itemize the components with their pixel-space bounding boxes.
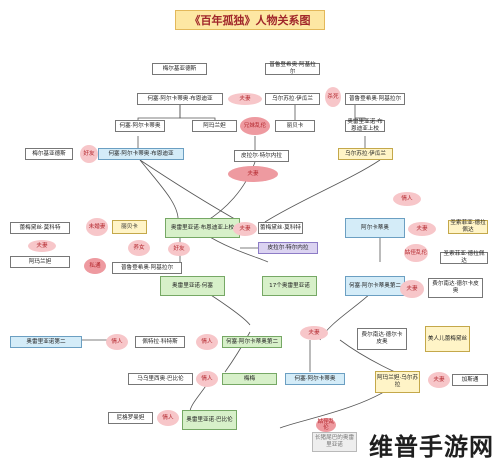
node-ursula: 乌尔苏拉·伊瓜兰 [265,93,320,105]
node-remedios-moscote-2: 蕾梅黛丝·莫科特 [258,222,303,234]
node-amaranta-ursula: 阿玛兰妲·乌尔苏拉 [375,371,420,393]
node-aureliano-jose: 奥雷里亚诺·何塞 [160,276,225,296]
node-ursula-2: 乌尔苏拉·伊瓜兰 [338,148,393,160]
relation-adoptive: 养女 [128,240,150,256]
node-aureliano-colonel: 奥雷里亚诺·布恩迪亚上校 [165,218,240,238]
node-fernanda: 费尔南达·德尔卡皮奥 [428,278,483,298]
node-santa-sofia-2: 圣索菲亚·德拉佩达 [440,251,488,264]
relation-lover-5: 情人 [157,410,179,426]
node-amaranta: 阿玛兰妲 [192,120,237,132]
node-jose-arcadio-buendia-2: 何塞·阿尔卡蒂奥·布恩迪亚 [98,148,184,160]
node-melquiades: 梅尔基亚德斯 [25,148,73,160]
node-aureliano-pig: 长猪尾巴的奥雷里亚诺 [312,432,357,452]
relation-couple-4: 夫妻 [408,222,436,236]
watermark-logo: 维普手游网 [369,433,494,461]
node-jose-arcadio-buendia: 何塞·阿尔卡蒂奥·布恩迪亚 [137,93,223,105]
node-rebeca-2: 丽贝卡 [112,220,147,234]
relation-siblings: 兄妹乱伦 [240,117,270,135]
node-remedios-beauty: 美人儿蕾梅黛丝 [425,326,470,352]
relation-lover-2: 情人 [106,334,128,350]
node-melquiades-gypsy: 梅尔基亚德斯 [152,63,207,75]
relation-couple-2: 夫妻 [28,240,56,252]
node-prudencio-2: 普鲁登希奥·阿基拉尔 [345,93,405,105]
relation-couple-7: 夫妻 [428,372,450,388]
relation-friend: 好友 [80,145,98,163]
node-meme: 梅梅 [222,373,277,385]
node-nigromanta: 尼格罗曼妲 [108,412,153,424]
node-jose-arcadio-segundo: 何塞·阿尔卡蒂奥第二 [345,276,405,296]
relation-aunt-nephew-2: 姑侄乱伦 [316,418,336,432]
relation-lover-4: 情人 [196,371,218,387]
node-santa-sofia: 圣索菲亚·德拉佩达 [448,220,488,234]
relation-lover-top: 情人 [393,192,421,206]
node-seventeen-aurelianos: 17个奥雷里亚诺 [262,276,317,296]
node-rebeca: 丽贝卡 [275,120,315,132]
node-petra-cotes: 佩特拉·科特斯 [135,336,185,348]
node-amaranta-2: 阿玛兰妲 [10,256,70,268]
relation-couple-6: 夫妻 [300,326,328,340]
node-jose-arcadio: 何塞·阿尔卡蒂奥 [115,120,165,132]
node-aureliano-child: 奥雷里亚诺·布恩迪亚上校 [345,119,385,132]
node-pilar-2: 皮拉尔·特尔内拉 [258,242,318,254]
node-jose-arcadio-iii: 何塞·阿尔卡蒂奥 [285,373,345,385]
node-prudencio: 普鲁登希奥·阿基拉尔 [265,62,320,75]
node-pilar: 皮拉尔·特尔内拉 [234,150,289,162]
relation-lover-affair: 私通 [84,258,106,274]
node-arcadio: 阿尔卡蒂奥 [345,218,405,238]
relation-couple-3: 夫妻 [233,222,257,236]
relation-couple-5: 夫妻 [400,280,424,298]
node-gaston: 加斯通 [452,374,488,386]
node-aureliano-segundo: 奥雷里亚诺第二 [10,336,82,348]
node-fernanda-2: 费尔南达·德尔卡皮奥 [357,328,407,350]
relation-couple-1: 夫妻 [228,93,262,105]
relation-fiancee: 未婚妻 [86,218,108,236]
relation-friend-2: 好友 [168,242,190,256]
relation-couple-center: 夫妻 [228,166,278,182]
node-mauricio: 马乌里西奥·巴比伦 [128,373,193,385]
relation-lover-3: 情人 [196,334,218,350]
node-prudencio-3: 普鲁登希奥·阿基拉尔 [112,262,182,274]
node-aureliano-babilonia: 奥雷里亚诺·巴比伦 [182,410,237,430]
node-remedios-moscote: 蕾梅黛丝·莫科特 [10,222,70,234]
relation-aunt-nephew: 姑侄乱伦 [404,244,428,262]
node-jose-arcadio-segundo-2: 何塞·阿尔卡蒂奥第二 [222,336,282,348]
diagram-title: 《百年孤独》人物关系图 [175,10,325,30]
relation-killed: 杀死 [325,87,341,107]
